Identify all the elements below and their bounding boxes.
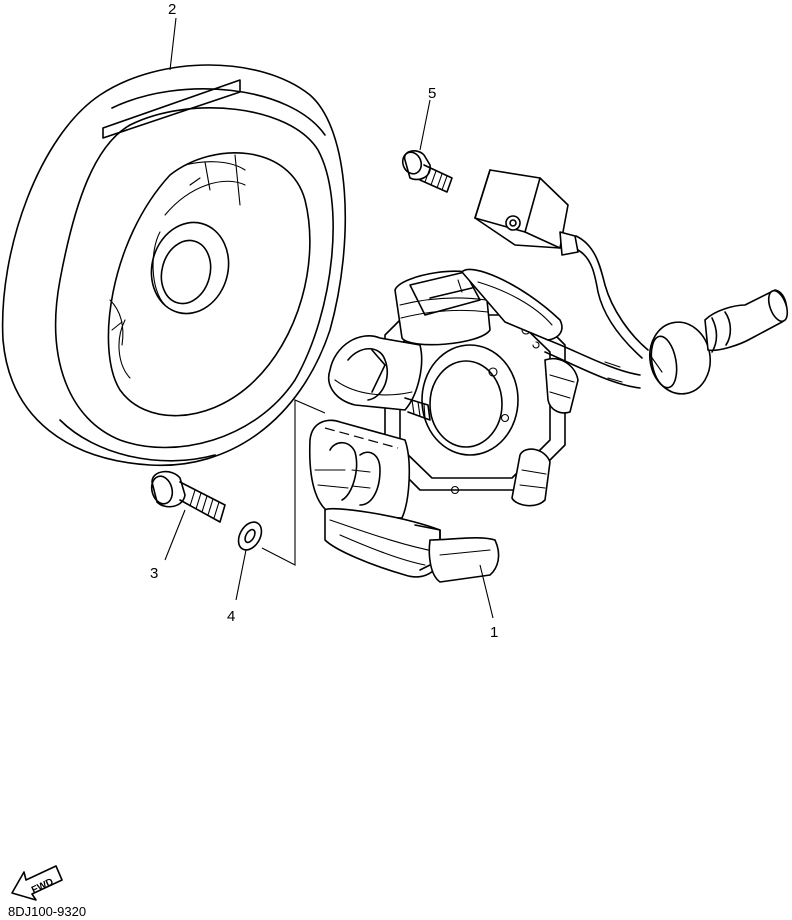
alignment-bracket [261,399,326,566]
diagram-code: 8DJ100-9320 [8,904,86,919]
leader-lines [164,17,494,619]
stator-assembly [308,268,641,583]
callout-3: 3 [150,565,158,582]
screw [401,150,453,193]
rotor-flywheel [1,64,347,467]
callout-5: 5 [428,85,436,102]
bolt [150,470,226,523]
callout-1: 1 [490,624,498,641]
washer [237,521,263,551]
callout-4: 4 [227,608,235,625]
callout-2: 2 [168,1,176,18]
fwd-arrow-icon: FWD [11,865,63,901]
pickup-coil [474,169,789,395]
